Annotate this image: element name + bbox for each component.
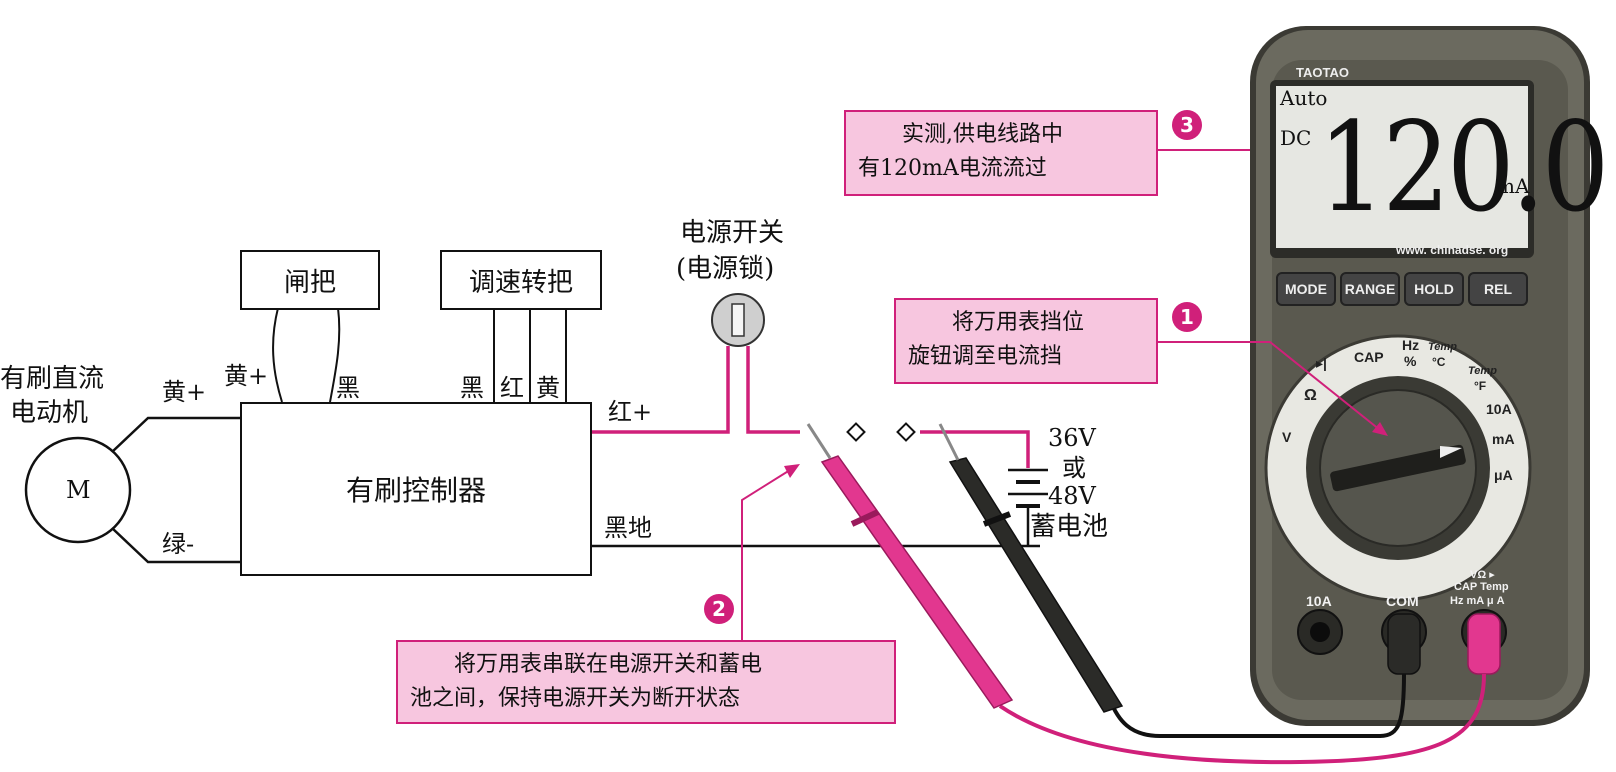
- callout-1-line1: 将万用表挡位: [952, 310, 1085, 335]
- callout-2-line1: 将万用表串联在电源开关和蓄电: [454, 652, 763, 677]
- brake-wire-2: [329, 307, 341, 403]
- switch-label-line1: 电源开关: [680, 218, 785, 248]
- throttle-box: 调速转把: [440, 250, 602, 310]
- wire-label-throttle-black: 黑: [460, 374, 484, 402]
- black-probe-tip: [938, 423, 960, 461]
- black-probe-guard: [982, 511, 1012, 527]
- wire-label-throttle-red: 红: [500, 374, 524, 402]
- dial-ma-label: mA: [1492, 431, 1515, 447]
- wire-label-motor-yellow: 黄+: [162, 378, 207, 406]
- callout-1: 将万用表挡位 旋钮调至电流挡: [894, 298, 1158, 384]
- callout-1-arrow: [1158, 341, 1381, 431]
- lcd-dc-indicator: DC: [1280, 126, 1312, 150]
- wire-label-brake-yellow: 黄+: [224, 362, 269, 390]
- dial-temp-f: °F: [1474, 379, 1487, 393]
- motor-label-line2: 电动机: [10, 398, 89, 428]
- dial-percent-label: %: [1404, 353, 1417, 369]
- motor-negative-wire: [111, 527, 240, 564]
- switch-output-wire: [746, 346, 800, 434]
- rel-button[interactable]: REL: [1468, 272, 1528, 306]
- mode-button[interactable]: MODE: [1276, 272, 1336, 306]
- callout-3-line1: 实测,供电线路中: [902, 122, 1063, 147]
- hold-button[interactable]: HOLD: [1404, 272, 1464, 306]
- dial-diode-icon: ▸|: [1316, 355, 1327, 371]
- red-probe-guard: [850, 509, 880, 527]
- wire-label-brake-black: 黑: [336, 374, 360, 402]
- motor-positive-wire: [111, 416, 240, 453]
- red-positive-wire: [590, 346, 730, 434]
- red-probe-tip: [806, 423, 832, 459]
- wire-label-red-plus: 红+: [608, 398, 653, 426]
- meter-brand: TAOTAO: [1296, 65, 1349, 80]
- lcd-screen: [1276, 86, 1528, 248]
- motor-symbol-label: M: [66, 476, 91, 504]
- battery-voltage-2: 48V: [1048, 482, 1096, 510]
- jack-10a-label: 10A: [1306, 593, 1332, 609]
- power-switch-key: [731, 303, 745, 337]
- meter-website: www. chinadse. org: [1396, 243, 1509, 257]
- callout-1-arrowhead: [1372, 422, 1388, 436]
- terminal-right: [896, 422, 916, 442]
- lcd-reading: 120.0: [1318, 96, 1610, 240]
- jack-v-label-line1: VΩ ▸: [1470, 569, 1495, 581]
- dial-10a-label: 10A: [1486, 401, 1512, 417]
- dial-v-label: V: [1282, 429, 1292, 445]
- dial-temp-f-word: Temp: [1468, 365, 1497, 377]
- jack-com-label: COM: [1386, 593, 1419, 609]
- dial-pointer-tip: [1440, 446, 1462, 458]
- callout-2-line2: 池之间，保持电源开关为断开状态: [410, 686, 741, 711]
- wire-label-black-ground: 黑地: [604, 514, 652, 542]
- brake-box: 闸把: [240, 250, 380, 310]
- dial-pointer[interactable]: [1329, 444, 1466, 492]
- dial-ohm-label: Ω: [1304, 387, 1317, 404]
- black-probe-cable: [1108, 673, 1406, 738]
- callout-1-badge: 1: [1172, 302, 1202, 332]
- switch-label-line2: (电源锁): [676, 254, 775, 284]
- dial-temp-c: °C: [1432, 355, 1446, 369]
- dial-cap-label: CAP: [1354, 349, 1384, 365]
- wire-label-green: 绿-: [162, 530, 195, 558]
- jack-10a-hole: [1310, 622, 1330, 642]
- brake-wire-1: [272, 307, 283, 403]
- callout-2-arrow: [741, 469, 791, 642]
- callout-2: 将万用表串联在电源开关和蓄电 池之间，保持电源开关为断开状态: [396, 640, 896, 724]
- battery-name: 蓄电池: [1030, 512, 1109, 542]
- red-probe-cable: [998, 673, 1486, 765]
- battery-or: 或: [1062, 454, 1086, 482]
- callout-3-line2: 有120mA电流流过: [858, 156, 1047, 181]
- callout-2-badge: 2: [704, 594, 734, 624]
- range-button[interactable]: RANGE: [1340, 272, 1400, 306]
- battery-positive-wire: [920, 430, 1030, 468]
- dial-hz-label: Hz: [1402, 337, 1420, 353]
- callout-3-badge: 3: [1172, 110, 1202, 140]
- dial-temp-c-word: Temp: [1428, 341, 1457, 353]
- dial-ua-label: μA: [1494, 467, 1513, 483]
- motor-label-line1: 有刷直流: [0, 364, 105, 394]
- callout-2-arrowhead: [784, 464, 800, 478]
- motor-symbol: [24, 436, 132, 544]
- callout-3: 实测,供电线路中 有120mA电流流过: [844, 110, 1158, 196]
- battery-voltage-1: 36V: [1048, 424, 1096, 452]
- lcd-unit: mA: [1496, 174, 1530, 198]
- red-plug: [1467, 613, 1501, 675]
- jack-v-label-line2: CAP Temp: [1454, 581, 1509, 593]
- terminal-left: [846, 422, 866, 442]
- lcd-auto-indicator: Auto: [1280, 86, 1328, 110]
- jack-v-label-line3: Hz mA μ A: [1450, 595, 1505, 607]
- black-plug: [1387, 613, 1421, 675]
- controller-box: 有刷控制器: [240, 402, 592, 576]
- callout-1-line2: 旋钮调至电流挡: [908, 344, 1063, 369]
- wire-label-throttle-yellow: 黄: [536, 374, 560, 402]
